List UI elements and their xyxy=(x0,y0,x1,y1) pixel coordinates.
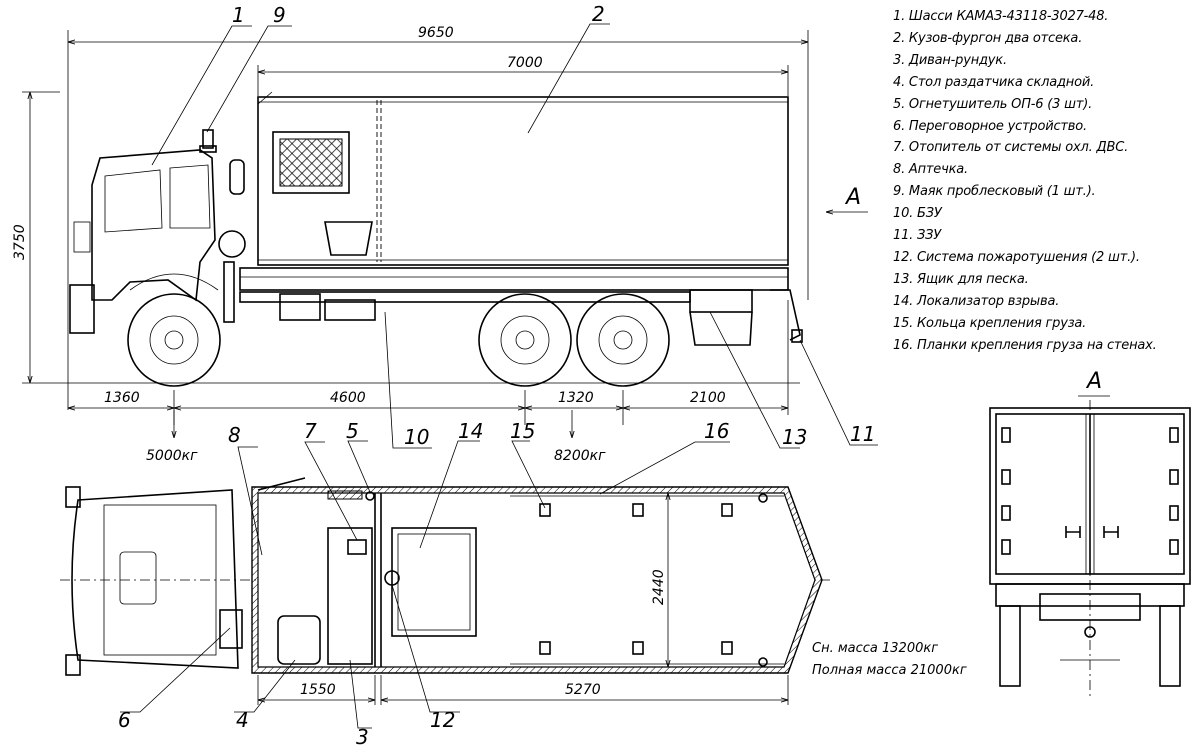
callout-6: 6 xyxy=(118,708,131,732)
dim-height: 3750 xyxy=(12,224,28,260)
callout-4: 4 xyxy=(236,708,249,732)
callout-14: 14 xyxy=(458,419,483,443)
legend-item: 10. БЗУ xyxy=(893,206,942,222)
dim-front-compartment: 1550 xyxy=(300,682,336,698)
gross-mass: Полная масса 21000кг xyxy=(812,663,967,678)
callout-7: 7 xyxy=(304,419,317,443)
view-a-title: A xyxy=(1085,369,1102,394)
top-view: 2440 1550 5270 8 7 5 14 15 16 6 4 3 12 xyxy=(60,419,830,747)
legend-item: 1. Шасси КАМАЗ-43118-3027-48. xyxy=(893,9,1109,24)
dim-rear-compartment: 5270 xyxy=(565,682,601,698)
callout-2: 2 xyxy=(592,2,605,26)
legend-item: 9. Маяк проблесковый (1 шт.). xyxy=(893,184,1096,200)
front-wheel xyxy=(127,293,221,387)
ventilation-grille xyxy=(279,138,343,187)
legend-list: 1. Шасси КАМАЗ-43118-3027-48. 2. Кузов-ф… xyxy=(893,6,1157,357)
callout-5: 5 xyxy=(346,419,359,443)
rear-wheel-1 xyxy=(478,293,572,387)
cab-top-view xyxy=(71,489,239,669)
legend-item: 2. Кузов-фургон два отсека. xyxy=(893,30,1083,46)
dim-width: 2440 xyxy=(651,569,667,605)
dim-axle-spacing: 1320 xyxy=(558,390,594,406)
callout-3: 3 xyxy=(356,725,369,747)
cab xyxy=(91,149,216,302)
legend-item: 5. Огнетушитель ОП-6 (3 шт). xyxy=(893,96,1093,112)
callout-1: 1 xyxy=(232,3,245,27)
callout-11: 11 xyxy=(850,422,875,446)
callout-9: 9 xyxy=(273,3,286,27)
dim-overall-length: 9650 xyxy=(418,25,454,41)
callout-16: 16 xyxy=(704,419,729,443)
dim-front-overhang: 1360 xyxy=(104,390,140,406)
rear-view-a: A xyxy=(989,369,1191,700)
legend-item: 14. Локализатор взрыва. xyxy=(893,293,1060,309)
legend-item: 13. Ящик для песка. xyxy=(893,271,1029,287)
load-front-axle: 5000кг xyxy=(146,448,198,464)
legend-item: 3. Диван-рундук. xyxy=(893,52,1007,68)
legend-item: 8. Аптечка. xyxy=(893,162,968,178)
dim-body-length: 7000 xyxy=(507,55,543,71)
view-arrow-label: A xyxy=(844,185,861,210)
explosion-localizer xyxy=(391,527,477,637)
legend-item: 7. Отопитель от системы охл. ДВС. xyxy=(893,140,1128,156)
legend-item: 4. Стол раздатчика складной. xyxy=(893,74,1095,90)
load-rear-axles: 8200кг xyxy=(554,448,606,464)
bench-trunk-top xyxy=(327,527,373,665)
legend-item: 11. ЗЗУ xyxy=(893,228,941,244)
van-body xyxy=(257,96,789,266)
legend-item: 15. Кольца крепления груза. xyxy=(893,315,1087,331)
callout-13: 13 xyxy=(782,425,807,449)
callout-12: 12 xyxy=(430,708,455,732)
callout-15: 15 xyxy=(510,419,535,443)
dim-wheelbase: 4600 xyxy=(330,390,366,406)
callout-8: 8 xyxy=(228,423,241,447)
legend-item: 16. Планки крепления груза на стенах. xyxy=(893,337,1157,353)
legend-item: 12. Система пожаротушения (2 шт.). xyxy=(893,249,1140,265)
side-view: 9650 7000 3750 1360 4600 1320 2100 5000к… xyxy=(12,2,878,464)
curb-mass: Сн. масса 13200кг xyxy=(812,641,939,656)
rear-wheel-2 xyxy=(576,293,670,387)
legend-item: 6. Переговорное устройство. xyxy=(893,118,1087,134)
dim-rear-overhang: 2100 xyxy=(690,390,726,406)
callout-10: 10 xyxy=(404,425,429,449)
